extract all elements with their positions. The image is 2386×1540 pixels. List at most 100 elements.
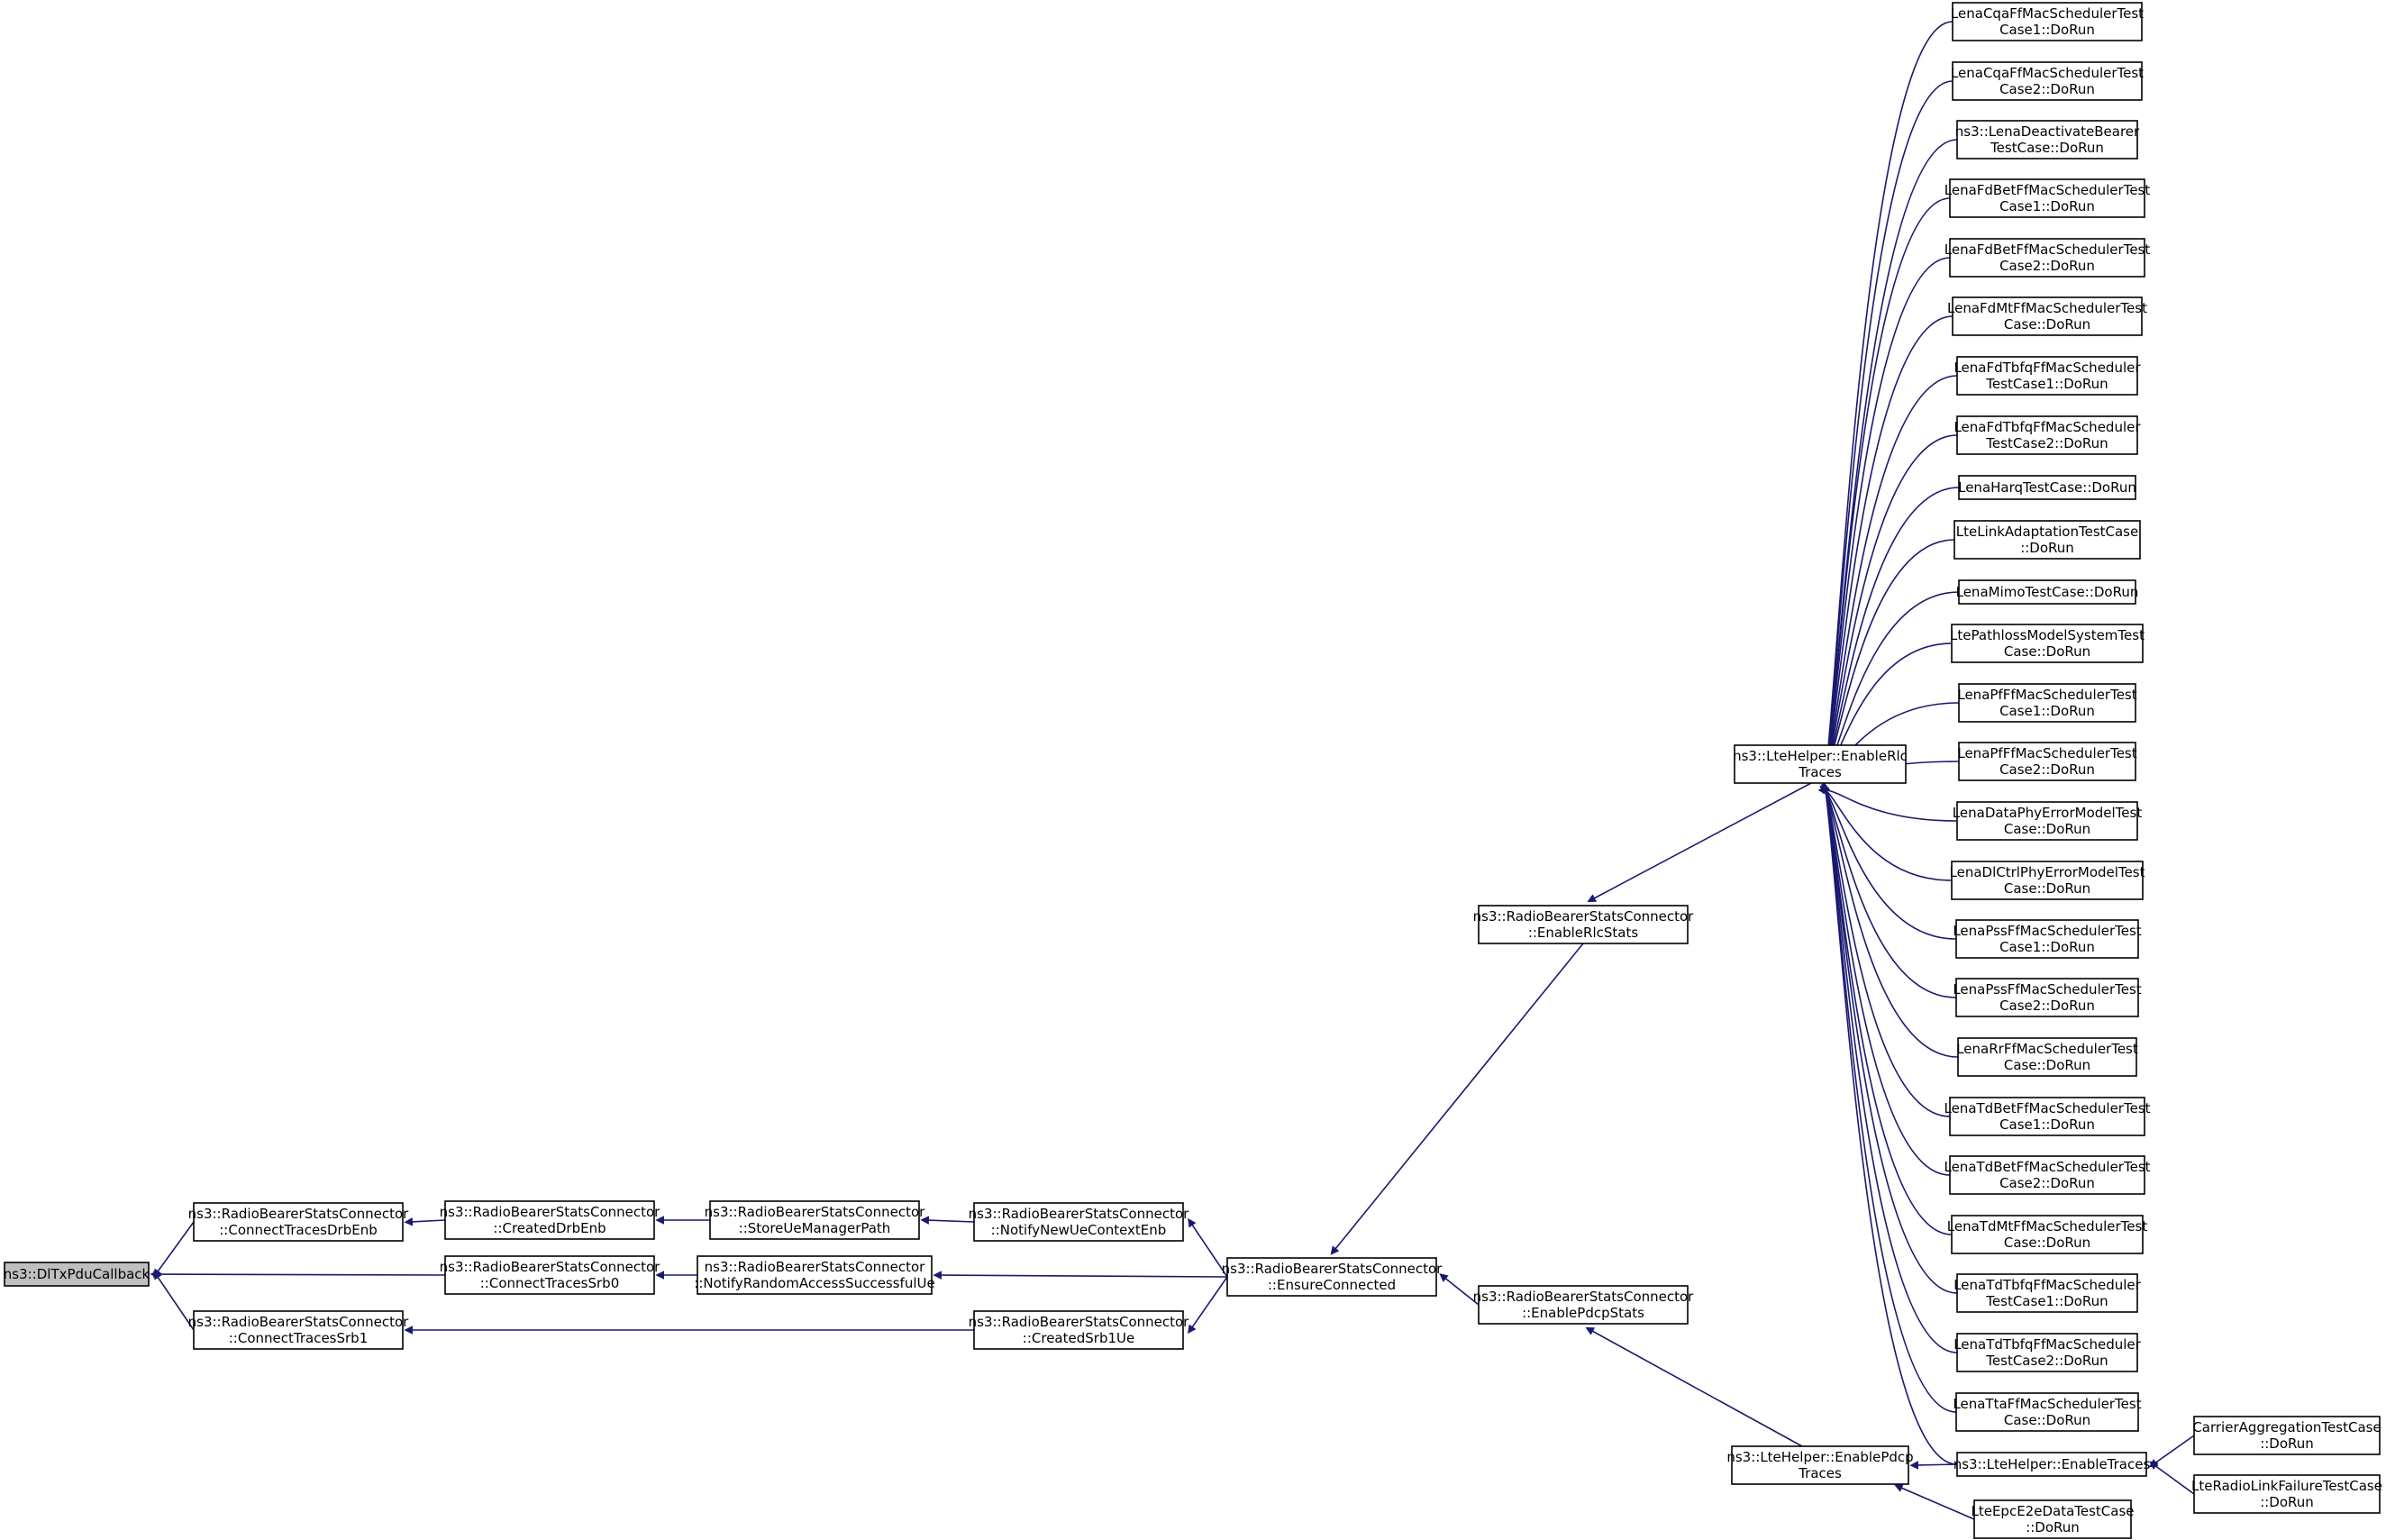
graph-node-t09[interactable]: LenaHarqTestCase::DoRun: [1958, 475, 2136, 500]
node-box: [1956, 1452, 2147, 1477]
node-label-line: LteLinkAdaptationTestCase: [1956, 524, 2138, 540]
node-label-line: ::DoRun: [2260, 1435, 2314, 1452]
graph-node-enRlcStats[interactable]: ns3::RadioBearerStatsConnector::EnableRl…: [1473, 905, 1695, 944]
node-label-line: ::ConnectTracesDrbEnb: [219, 1222, 377, 1238]
node-label-line: Case1::DoRun: [1999, 198, 2095, 214]
graph-node-notifyNewUe[interactable]: ns3::RadioBearerStatsConnector::NotifyNe…: [969, 1202, 1190, 1242]
node-box: [2193, 1474, 2381, 1514]
node-label-line: ::NotifyNewUeContextEnb: [991, 1222, 1167, 1238]
node-label-line: LenaDlCtrlPhyErrorModelTest: [1950, 864, 2145, 880]
node-label-line: ::ConnectTracesSrb1: [229, 1330, 369, 1346]
node-label-line: Case::DoRun: [2004, 1412, 2090, 1428]
node-label-line: ns3::RadioBearerStatsConnector: [1473, 908, 1695, 925]
graph-node-carrier[interactable]: CarrierAggregationTestCase::DoRun: [2192, 1416, 2381, 1455]
node-box: [1949, 238, 2145, 278]
node-box: [1949, 1097, 2145, 1136]
node-box: [444, 1255, 655, 1295]
graph-node-enPdcpStats[interactable]: ns3::RadioBearerStatsConnector::EnablePd…: [1473, 1285, 1695, 1325]
node-box: [1956, 1273, 2138, 1313]
graph-node-storeUe[interactable]: ns3::RadioBearerStatsConnector::StoreUeM…: [705, 1200, 926, 1240]
node-box: [1949, 178, 2145, 218]
graph-node-epc[interactable]: LteEpcE2eDataTestCase::DoRun: [1971, 1499, 2135, 1539]
graph-node-t10[interactable]: LteLinkAdaptationTestCase::DoRun: [1953, 520, 2141, 560]
graph-node-ensure[interactable]: ns3::RadioBearerStatsConnector::EnsureCo…: [1222, 1257, 1443, 1297]
node-label-line: LtePathlossModelSystemTest: [1950, 627, 2145, 643]
graph-node-ctSrb1[interactable]: ns3::RadioBearerStatsConnector::ConnectT…: [188, 1310, 410, 1350]
node-label-line: LenaPfFfMacSchedulerTest: [1957, 745, 2136, 761]
graph-node-root[interactable]: ns3::DlTxPduCallback: [4, 1262, 150, 1287]
node-box: [1955, 919, 2139, 959]
node-box: [709, 1200, 920, 1240]
edge-root-ctDrbEnb: [152, 1221, 195, 1279]
node-label-line: Case1::DoRun: [1999, 703, 2095, 719]
node-label-line: Case2::DoRun: [1999, 1175, 2095, 1191]
node-label-line: Traces: [1798, 1465, 1842, 1481]
graph-node-createdSrb1[interactable]: ns3::RadioBearerStatsConnector::CreatedS…: [969, 1310, 1190, 1350]
graph-node-ctDrbEnb[interactable]: ns3::RadioBearerStatsConnector::ConnectT…: [188, 1202, 410, 1242]
edge-rlcTraces-t06: [1821, 315, 1953, 784]
edge-rlcTraces-t20: [1821, 782, 1951, 1117]
node-box: [1226, 1257, 1437, 1297]
node-box: [1958, 742, 2136, 781]
node-label-line: Case::DoRun: [2004, 880, 2090, 897]
edge-rlcTraces-t01: [1821, 21, 1953, 784]
edge-ctDrbEnb-createdDrbEnb: [404, 1217, 446, 1226]
node-box: [1731, 1445, 1909, 1485]
nodes-layer: ns3::DlTxPduCallbackns3::RadioBearerStat…: [4, 2, 2382, 1539]
node-label-line: LenaPssFfMacSchedulerTest: [1953, 923, 2141, 939]
node-label-line: ns3::RadioBearerStatsConnector: [188, 1206, 410, 1222]
node-label-line: CarrierAggregationTestCase: [2192, 1419, 2381, 1435]
edge-rlcTraces-t17: [1821, 783, 1957, 940]
node-label-line: ::NotifyRandomAccessSuccessfulUe: [694, 1275, 934, 1291]
graph-node-rlf[interactable]: LteRadioLinkFailureTestCase::DoRun: [2191, 1474, 2382, 1514]
node-label-line: LenaHarqTestCase::DoRun: [1958, 479, 2136, 496]
edges-layer: [150, 21, 2195, 1520]
graph-node-notifyRA[interactable]: ns3::RadioBearerStatsConnector::NotifyRa…: [694, 1255, 935, 1295]
node-label-line: ::DoRun: [2026, 1519, 2080, 1535]
node-label-line: LenaFdTbfqFfMacScheduler: [1953, 360, 2141, 376]
node-label-line: Case::DoRun: [2004, 1235, 2090, 1251]
edge-root-ctSrb0: [150, 1270, 446, 1279]
graph-node-t11[interactable]: LenaMimoTestCase::DoRun: [1956, 579, 2139, 605]
graph-node-createdDrbEnb[interactable]: ns3::RadioBearerStatsConnector::CreatedD…: [440, 1200, 661, 1240]
graph-node-ctSrb0[interactable]: ns3::RadioBearerStatsConnector::ConnectT…: [440, 1255, 661, 1295]
node-label-line: ns3::RadioBearerStatsConnector: [969, 1314, 1190, 1330]
node-label-line: ns3::RadioBearerStatsConnector: [1473, 1289, 1695, 1305]
node-label-line: Case2::DoRun: [1999, 761, 2095, 778]
node-box: [1952, 296, 2143, 336]
node-label-line: ::ConnectTracesSrb0: [480, 1275, 620, 1291]
node-box: [1973, 1499, 2132, 1539]
node-box: [1951, 861, 2144, 900]
edge-ensure-enPdcpStats: [1439, 1273, 1480, 1306]
node-box: [1949, 1155, 2145, 1195]
graph-node-enTraces[interactable]: ns3::LteHelper::EnableTraces: [1953, 1452, 2151, 1477]
node-label-line: ::EnableRlcStats: [1528, 925, 1639, 941]
node-label-line: ns3::LteHelper::EnableTraces: [1953, 1456, 2151, 1472]
node-label-line: LenaFdBetFfMacSchedulerTest: [1944, 182, 2151, 198]
node-box: [1956, 120, 2138, 159]
